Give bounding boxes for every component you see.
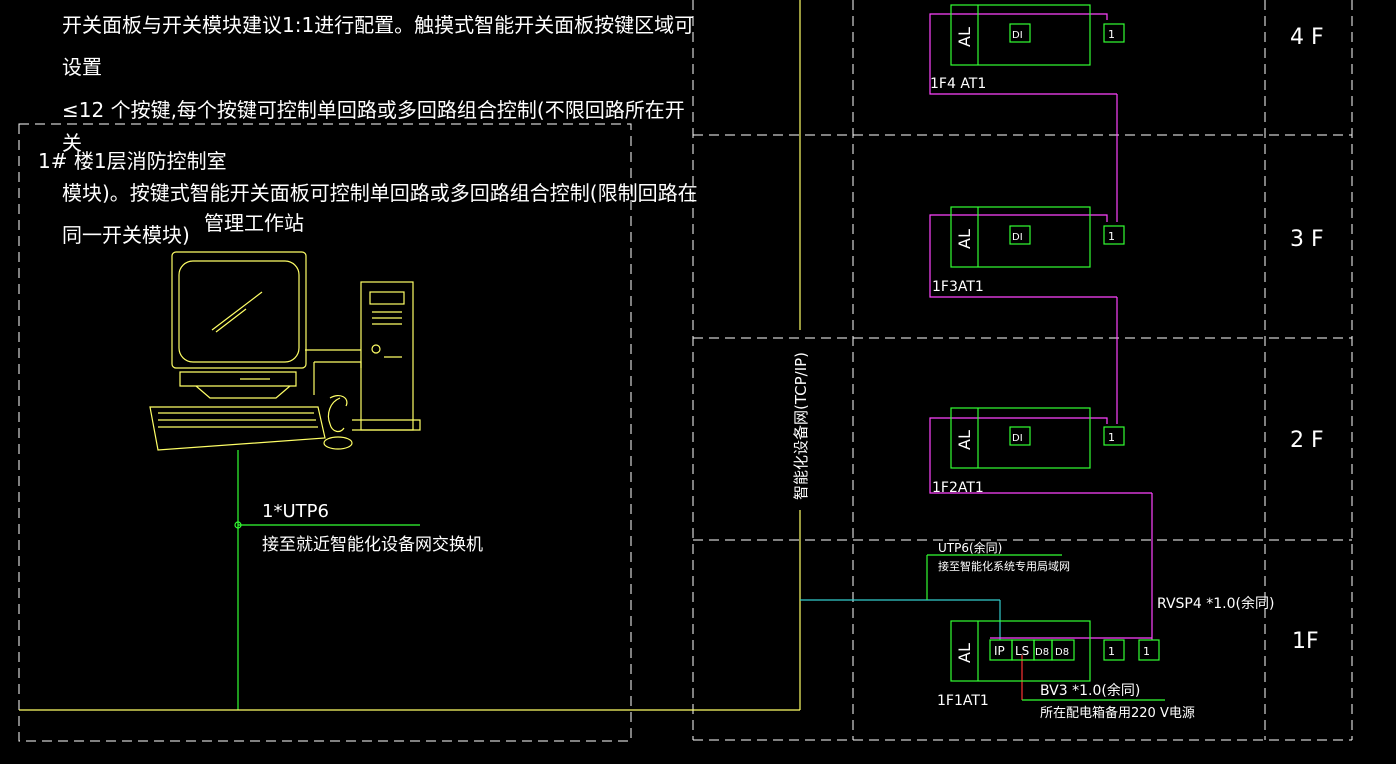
panel-4f (950, 4, 1125, 66)
module-di-2f: DI (1012, 433, 1023, 444)
network-backbone (19, 0, 801, 711)
cable-spec: 1*UTP6 (262, 501, 329, 522)
floor-label-3f: 3 F (1290, 227, 1324, 252)
panel-2f (950, 407, 1125, 469)
floor-label-2f: 2 F (1290, 428, 1324, 453)
cable-note: 接至就近智能化设备网交换机 (262, 535, 483, 555)
module-ip-1f: IP (994, 644, 1005, 658)
panel-1f (950, 620, 1160, 682)
utp-spec: UTP6(余同) (938, 540, 1002, 555)
panel-id-3f: 1F3AT1 (932, 279, 984, 295)
panel-id-4f: 1F4 AT1 (930, 76, 986, 92)
bv-note: 所在配电箱备用220 V电源 (1040, 705, 1195, 721)
notes-block: 开关面板与开关模块建议1:1进行配置。触摸式智能开关面板按键区域可 设置 ≤12… (62, 13, 698, 247)
module-d8a-1f: D8 (1035, 647, 1049, 658)
control-room-boundary (18, 123, 632, 742)
note-line-5: 模块)。按键式智能开关面板可控制单回路或多回路组合控制(限制回路在 (62, 181, 698, 205)
module-di-3f: DI (1012, 232, 1023, 243)
rvsp-spec: RVSP4 *1.0(余同) (1157, 595, 1274, 612)
panel-id-1f: 1F1AT1 (937, 693, 989, 709)
floor-label-1f: 1F (1292, 629, 1319, 654)
workstation-cable (234, 450, 420, 710)
control-room-title: 1# 楼1层消防控制室 (38, 149, 227, 173)
note-line-4: 关 (62, 131, 82, 155)
floor-label-4f: 4 F (1290, 25, 1324, 50)
module-1-2f: 1 (1108, 431, 1115, 444)
module-1-3f: 1 (1108, 230, 1115, 243)
al-label-4f: AL (955, 27, 974, 47)
module-ls-1f: LS (1015, 644, 1029, 658)
workstation-icon (149, 251, 421, 451)
rvsp-bus (929, 13, 1153, 640)
module-di-4f: DI (1012, 30, 1023, 41)
network-label: 智能化设备网(TCP/IP) (792, 352, 810, 500)
floor-grid (692, 0, 1353, 741)
lan-link (800, 599, 1001, 640)
al-label-1f: AL (955, 643, 974, 663)
panel-3f (950, 206, 1125, 268)
note-line-6: 同一开关模块) (62, 223, 190, 247)
module-1b-1f: 1 (1143, 645, 1150, 658)
al-label-3f: AL (955, 229, 974, 249)
module-1a-1f: 1 (1108, 645, 1115, 658)
utp-note: 接至智能化系统专用局域网 (938, 559, 1070, 573)
bv-spec: BV3 *1.0(余同) (1040, 682, 1140, 699)
note-line-3: ≤12 个按键,每个按键可控制单回路或多回路组合控制(不限回路所在开 (62, 98, 685, 122)
al-label-2f: AL (955, 430, 974, 450)
note-line-1: 开关面板与开关模块建议1:1进行配置。触摸式智能开关面板按键区域可 (62, 13, 694, 37)
utp-ground-line (926, 554, 1062, 600)
module-1-4f: 1 (1108, 28, 1115, 41)
panel-id-2f: 1F2AT1 (932, 480, 984, 496)
note-line-2: 设置 (62, 55, 102, 79)
workstation-label: 管理工作站 (204, 211, 304, 235)
module-d8b-1f: D8 (1055, 647, 1069, 658)
